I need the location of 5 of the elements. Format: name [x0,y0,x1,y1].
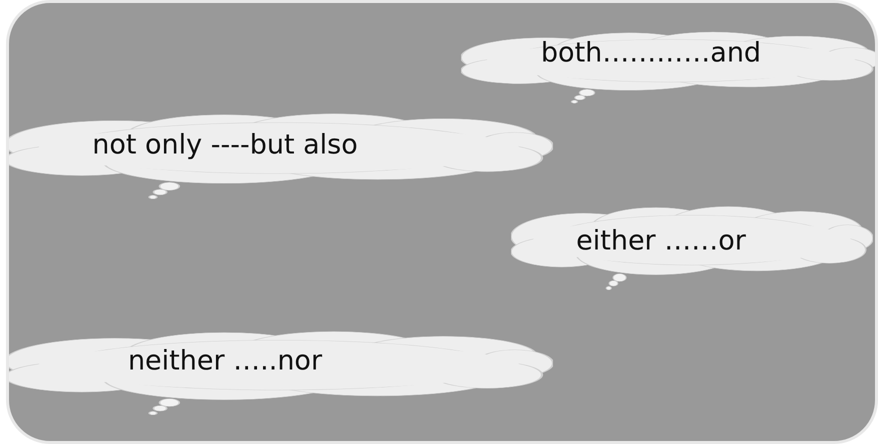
bubble-text: neither …..nor [128,346,322,376]
bubble-text: either ……or [576,226,746,256]
bubble-text: both…………and [540,38,762,68]
panel-background [6,0,878,444]
bubble-text: not only ----but also [92,130,358,160]
